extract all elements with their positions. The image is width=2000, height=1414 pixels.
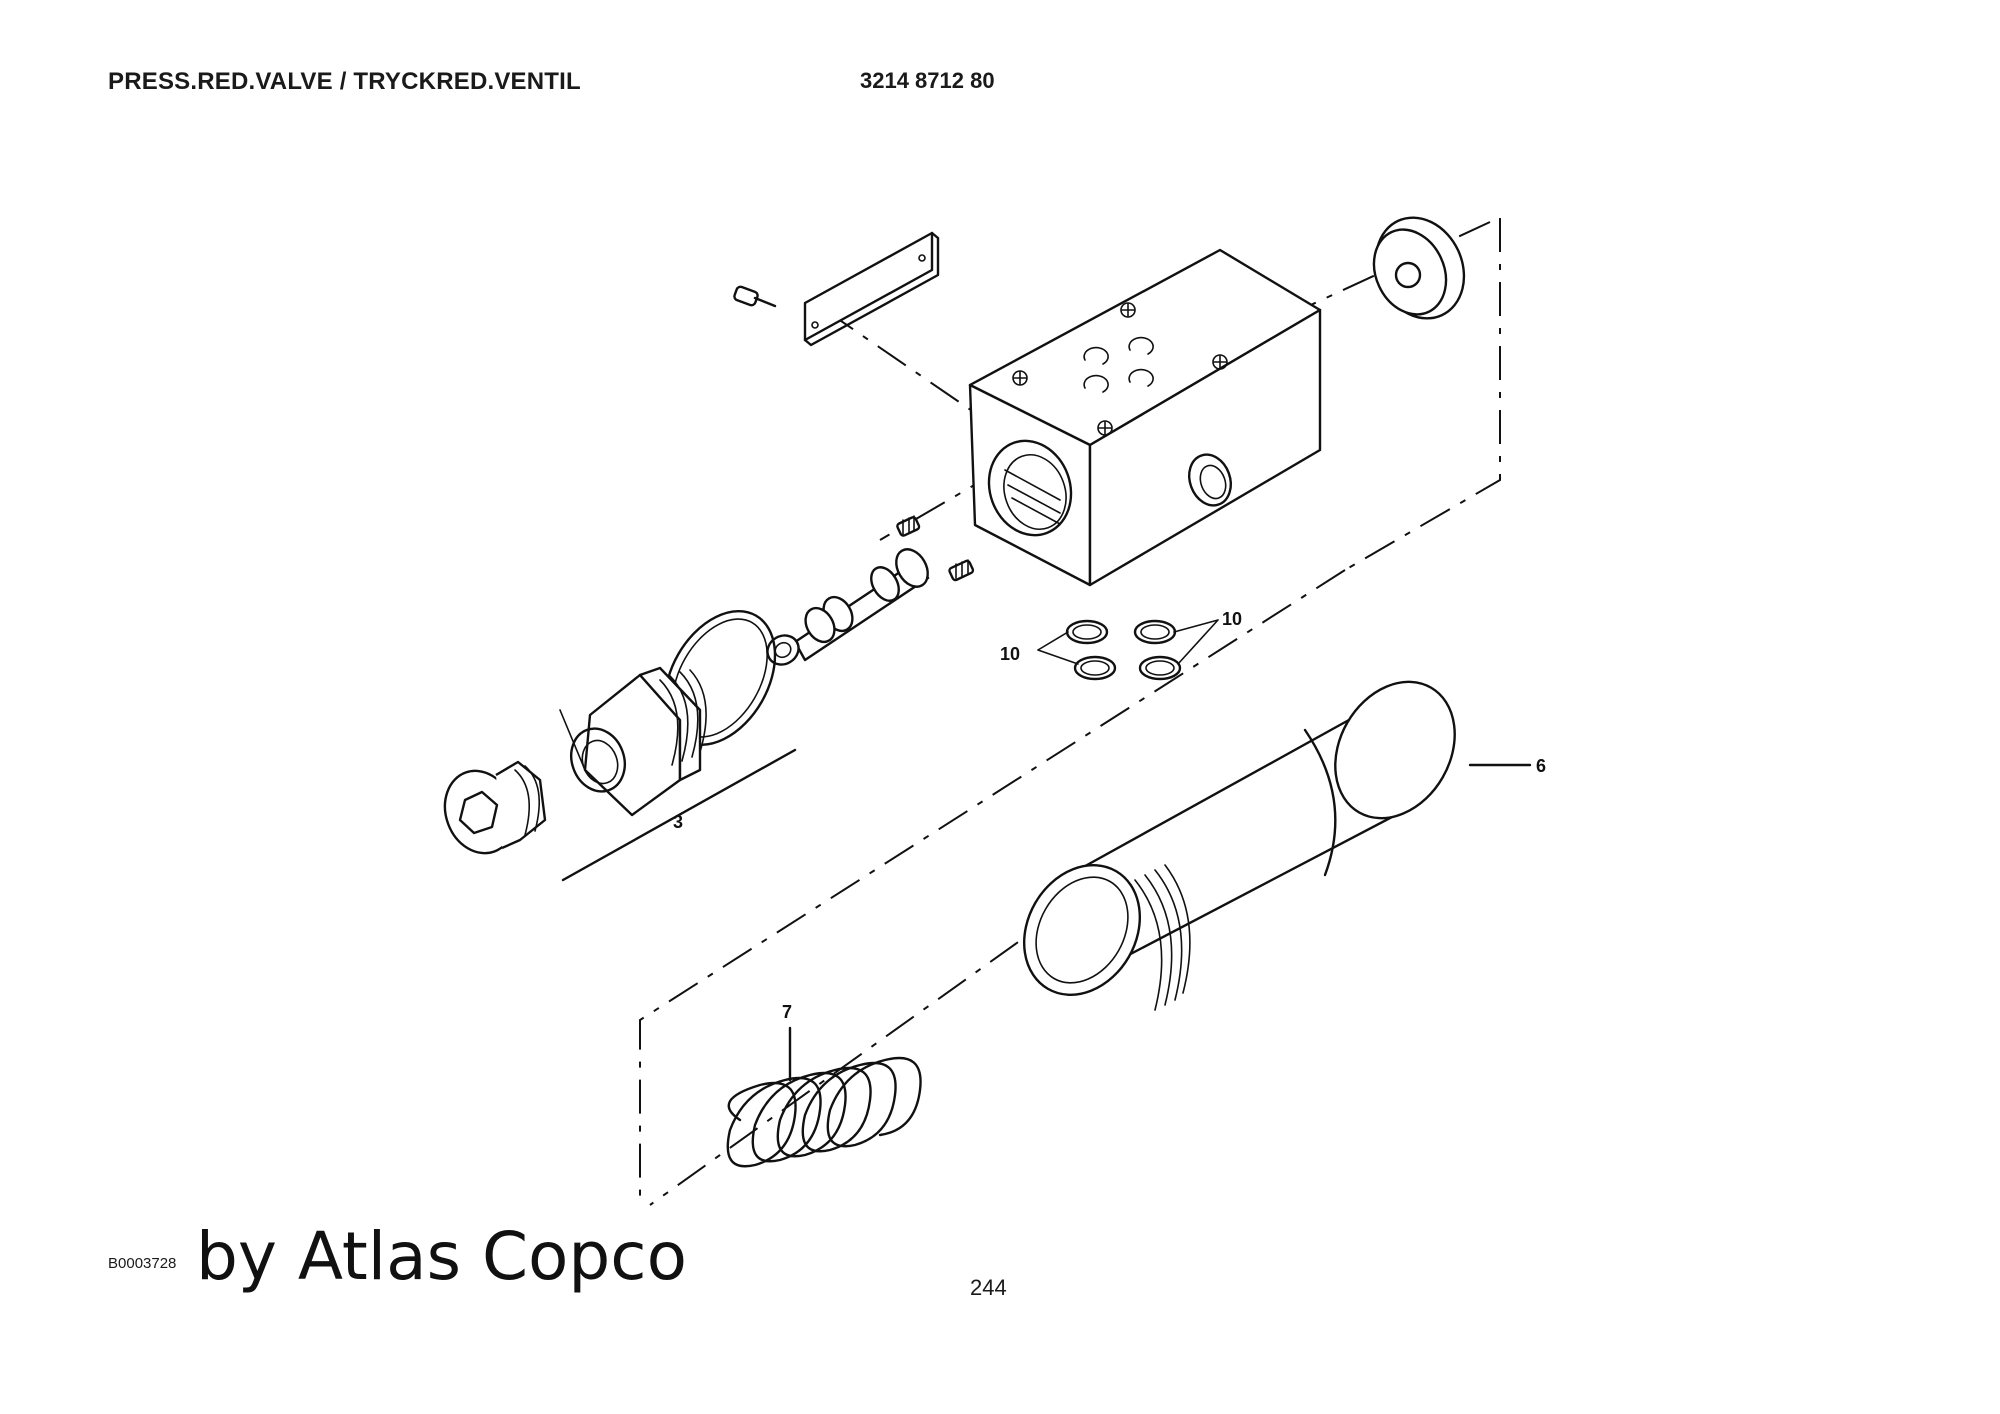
hex-adapter	[559, 666, 707, 817]
page-title: PRESS.RED.VALVE / TRYCKRED.VENTIL	[108, 68, 581, 95]
watermark-text: by Atlas Copco	[196, 1218, 687, 1295]
callout-item-10-left: 10	[1000, 644, 1020, 664]
rear-plug	[1372, 216, 1466, 320]
item-3-leader	[561, 748, 797, 882]
hex-socket-plug	[443, 760, 547, 855]
callout-item-6: 6	[1536, 756, 1546, 776]
plate-screw	[733, 285, 777, 308]
item-10-leaders	[1037, 619, 1219, 665]
figure-code: B0003728	[108, 1255, 177, 1272]
valve-body	[968, 248, 1322, 587]
set-screw-lower	[948, 559, 975, 582]
page-number: 244	[970, 1275, 1007, 1300]
small-o-rings	[1065, 619, 1182, 681]
callout-item-3: 3	[673, 812, 683, 832]
callout-item-7: 7	[782, 1002, 792, 1022]
name-plate	[803, 231, 940, 347]
set-screw-upper	[896, 515, 921, 537]
callout-item-10-right: 10	[1222, 609, 1242, 629]
spring	[726, 1026, 922, 1168]
valve-spool	[766, 548, 930, 666]
part-number: 3214 8712 80	[860, 68, 995, 93]
spring-housing	[1022, 680, 1532, 1011]
